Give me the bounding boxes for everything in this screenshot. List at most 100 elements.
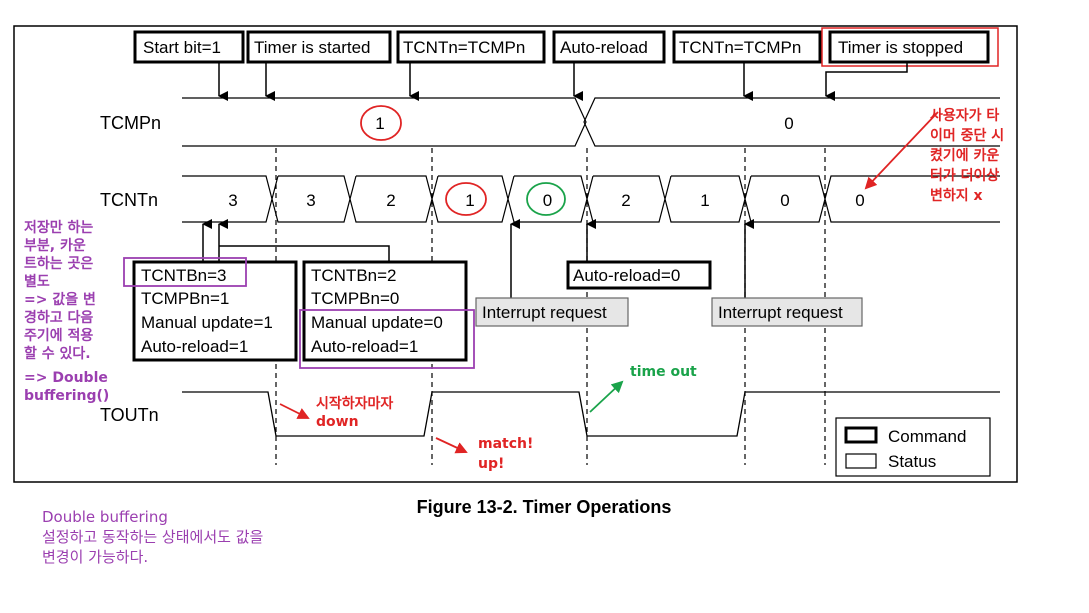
start-down-note-line-2: down: [316, 414, 359, 430]
command-box-timer-stopped: [828, 30, 990, 64]
command-arrows: [218, 62, 908, 101]
status-arrows: [202, 219, 754, 298]
tcnt-segment-5: [507, 175, 588, 223]
auto-reload-zero-box: [566, 260, 712, 290]
tcmp-bus-segment-1: [182, 97, 587, 147]
right-note-line-2: 이머 중단 시: [930, 127, 1004, 144]
match-up-note-line-2: up!: [478, 456, 504, 472]
tcnt-segment-1: [182, 175, 273, 223]
tcmp-value-2: 0: [784, 114, 793, 133]
tcnt-segment-7: [664, 175, 746, 223]
tcnt-value-1-highlight: [445, 182, 487, 216]
left-note-line-6: 경하고 다음: [24, 309, 93, 326]
status-box-2-line-1: TCNTBn=2: [311, 266, 397, 285]
tcmp-bus: [182, 97, 1000, 147]
status-box-1-line-3: Manual update=1: [141, 313, 273, 332]
status-box-1: [132, 260, 298, 362]
timing-guides: [275, 148, 826, 465]
status-box-2-line-3: Manual update=0: [311, 313, 443, 332]
tcnt-value-6: 2: [621, 191, 630, 210]
signal-label-tcmp: TCMPn: [100, 113, 161, 133]
start-down-note-line-1: 시작하자마자: [316, 395, 393, 412]
tcnt-segment-2: [271, 175, 351, 223]
tcnt-value-5: 0: [543, 191, 552, 210]
bottom-note-line-1: 설정하고 동작하는 상태에서도 값을: [42, 528, 263, 546]
interrupt-request-2-label: Interrupt request: [718, 303, 843, 322]
tcmp-bus-segment-2: [583, 97, 1000, 147]
command-auto-reload-label: Auto-reload: [560, 38, 648, 57]
match-up-note-line-1: match!: [478, 436, 533, 452]
tcnt-value-9: 0: [855, 191, 864, 210]
status-box-2-line-4: Auto-reload=1: [311, 337, 418, 356]
status-box-1-line-4: Auto-reload=1: [141, 337, 248, 356]
right-note-line-3: 켰기에 카운: [930, 148, 999, 164]
time-out-note: time out: [630, 364, 697, 380]
left-note-line-7: 주기에 적용: [24, 327, 93, 344]
tcnt-value-2: 3: [306, 191, 315, 210]
right-note-line-4: 터가 더이상: [930, 167, 999, 184]
match-up-arrow: [435, 437, 468, 454]
highlight-timer-stopped: [821, 27, 999, 67]
command-timer-started-label: Timer is started: [254, 38, 371, 57]
interrupt-request-box-1: [475, 297, 629, 327]
left-note-line-3: 트하는 곳은: [24, 255, 93, 272]
tcnt-value-4: 1: [465, 191, 474, 210]
tcnt-value-1: 3: [228, 191, 237, 210]
status-box-2: [302, 260, 468, 362]
arrow-timer-stopped: [825, 62, 908, 101]
legend-status-swatch: [845, 453, 877, 469]
right-note-arrow: [864, 111, 939, 190]
highlight-status-2-manual: [299, 309, 475, 369]
command-tcnt-eq-tcmp-2-label: TCNTn=TCMPn: [679, 38, 801, 57]
left-note-line-8: 할 수 있다.: [24, 345, 91, 362]
tcnt-segment-9: [824, 175, 1000, 223]
left-note-line-2: 부분, 카운: [24, 238, 86, 254]
tcnt-value-3: 2: [386, 191, 395, 210]
tcnt-value-0-highlight: [526, 182, 566, 216]
tcnt-segment-3: [349, 175, 433, 223]
interrupt-request-1-label: Interrupt request: [482, 303, 607, 322]
diagram-frame: [13, 25, 1018, 483]
signal-label-tcnt: TCNTn: [100, 190, 158, 210]
left-note-line-1: 저장만 하는: [24, 219, 93, 236]
tcnt-segment-6: [586, 175, 666, 223]
command-timer-stopped-label: Timer is stopped: [838, 38, 963, 57]
command-box-timer-started: [246, 30, 392, 64]
left-note-line-4: 별도: [24, 273, 50, 290]
interrupt-request-box-2: [711, 297, 863, 327]
right-note-line-5: 변하지 x: [930, 187, 983, 204]
tcnt-segment-4: [431, 175, 509, 223]
command-tcnt-eq-tcmp-1-label: TCNTn=TCMPn: [403, 38, 525, 57]
time-out-arrow: [589, 380, 624, 413]
tcnt-bus: 3 3 2 1 0 2 1 0 0: [182, 175, 1000, 223]
command-box-tcnt-eq-tcmp-1: [396, 30, 546, 64]
bottom-note-title: Double buffering: [42, 508, 168, 526]
legend-status-label: Status: [888, 452, 936, 471]
left-note-line-10: buffering(): [24, 388, 109, 404]
status-box-1-line-1: TCNTBn=3: [141, 266, 227, 285]
arrow-status-2: [219, 245, 390, 262]
left-note-line-9: => Double: [24, 370, 108, 386]
command-box-start-bit: [133, 30, 245, 64]
status-box-2-line-2: TCMPBn=0: [311, 289, 399, 308]
highlight-status-1-tcntb: [123, 257, 247, 287]
figure-caption: Figure 13-2. Timer Operations: [417, 497, 672, 517]
left-note-line-5: => 값을 변: [24, 292, 96, 308]
status-box-1-line-2: TCMPBn=1: [141, 289, 229, 308]
tcmp-value-1-highlight: [360, 105, 402, 141]
tcmp-value-1: 1: [375, 114, 384, 133]
signal-label-tout: TOUTn: [100, 405, 159, 425]
right-note-line-1: 사용자가 타: [930, 108, 999, 124]
tcnt-segment-8: [744, 175, 826, 223]
legend-command-swatch: [844, 426, 878, 444]
command-box-auto-reload: [552, 30, 666, 64]
auto-reload-zero-label: Auto-reload=0: [573, 266, 680, 285]
legend-command-label: Command: [888, 427, 966, 446]
bottom-note-line-2: 변경이 가능하다.: [42, 548, 148, 566]
tout-waveform: [182, 391, 1000, 437]
tcnt-value-8: 0: [780, 191, 789, 210]
command-start-bit-label: Start bit=1: [143, 38, 221, 57]
start-down-arrow: [279, 403, 310, 419]
tcnt-value-7: 1: [700, 191, 709, 210]
